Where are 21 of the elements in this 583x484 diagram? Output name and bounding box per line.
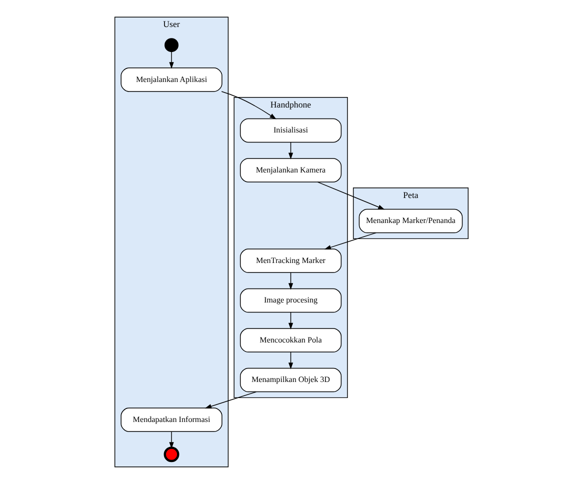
arrow	[288, 142, 294, 160]
node-box: Menjalankan Kamera	[240, 158, 342, 182]
arrow	[204, 391, 257, 409]
node-box: Menjalankan Aplikasi	[120, 68, 222, 92]
arrow	[169, 431, 174, 449]
node-circle	[164, 38, 178, 52]
node-box: Image procesing	[240, 288, 342, 313]
node-box: Mendapatkan Informasi	[120, 408, 222, 432]
arrow	[317, 182, 385, 210]
arrow	[221, 91, 276, 120]
node-circle	[164, 446, 180, 462]
node-box: Inisialisasi	[240, 118, 342, 143]
arrow	[288, 352, 294, 370]
arrow	[288, 272, 294, 290]
node-box: Menankap Marker/Penanda	[358, 208, 463, 234]
arrow	[169, 52, 174, 69]
node-box: Mencocokkan Pola	[240, 328, 342, 352]
arrow	[324, 232, 376, 250]
node-box: Menampilkan Objek 3D	[240, 368, 342, 392]
node-box: MenTracking Marker	[240, 248, 342, 273]
arrow	[288, 312, 294, 330]
